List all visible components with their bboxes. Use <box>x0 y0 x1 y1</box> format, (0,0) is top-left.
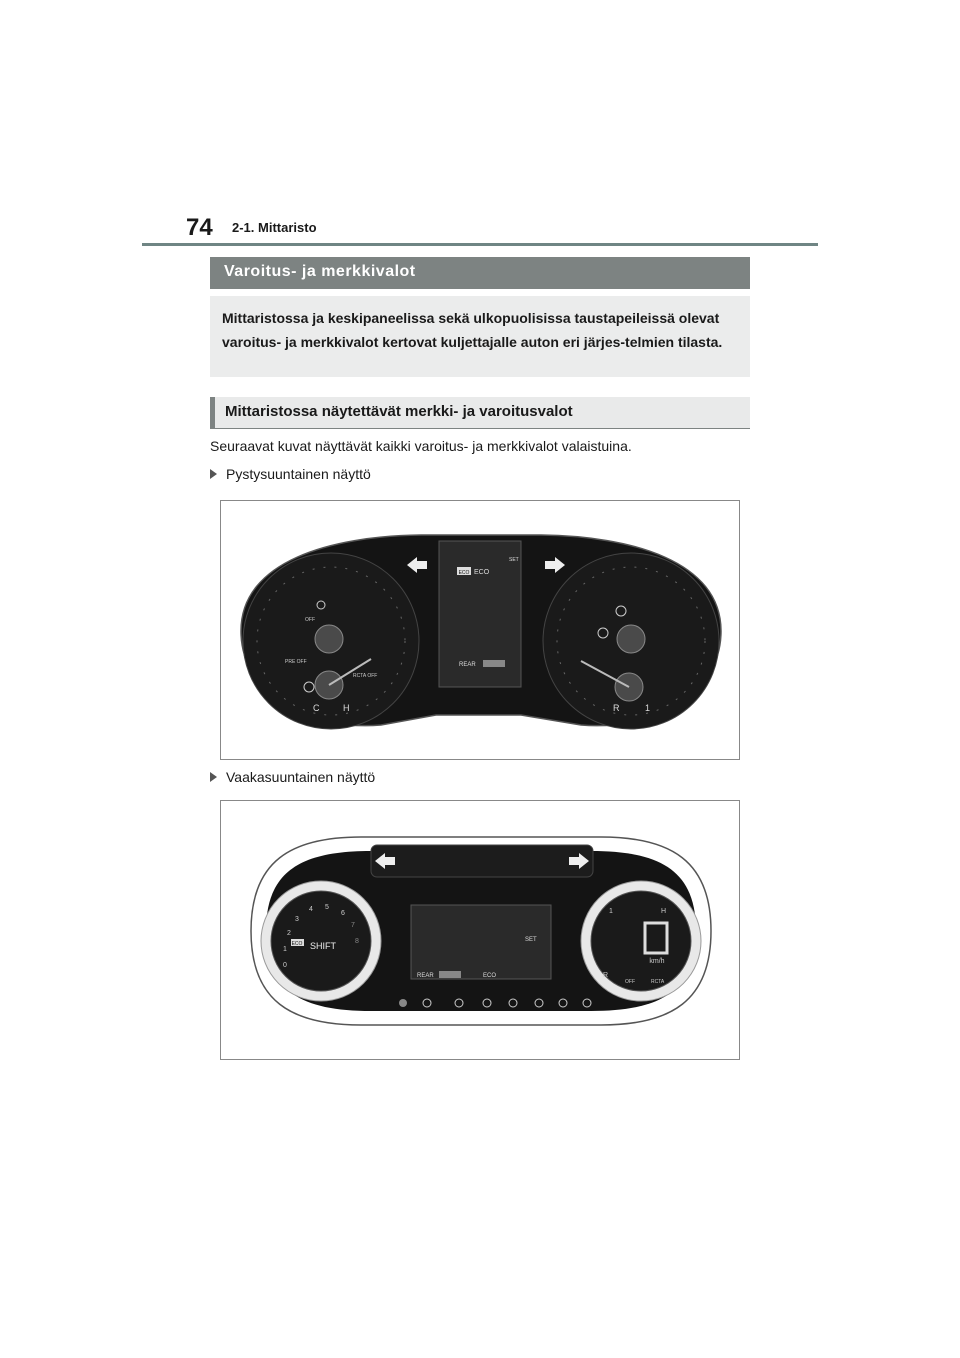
rcta-off-label: RCTA OFF <box>353 673 377 679</box>
tach-2: 2 <box>287 930 291 937</box>
arrow-right-icon <box>569 853 589 869</box>
tach-1: 1 <box>283 946 287 953</box>
tachometer: 0 1 2 3 4 5 6 7 8 SHIFT ECO <box>260 880 382 1002</box>
caption-text: Vaakasuuntainen näyttö <box>226 769 376 785</box>
vertical-cluster-illustration: ECO ECO SET REAR OFF PRE OFF RCTA OFF C … <box>240 534 722 730</box>
figure-vertical-display: ECO ECO SET REAR OFF PRE OFF RCTA OFF C … <box>220 500 740 760</box>
eco-badge-icon <box>291 939 304 946</box>
speedometer: km/h H 1 R OFF RCTA <box>580 880 702 1002</box>
off-label: OFF <box>625 979 635 985</box>
engine-icon <box>316 600 326 610</box>
tach-5: 5 <box>325 904 329 911</box>
tach-4: 4 <box>309 906 313 913</box>
status-light-icon <box>399 999 407 1007</box>
fuel-r-label: R <box>613 703 620 713</box>
shift-label: SHIFT <box>310 941 337 951</box>
brake-icon <box>534 998 544 1008</box>
horizontal-cluster-illustration: 0 1 2 3 4 5 6 7 8 SHIFT ECO km/h H 1 R O… <box>250 836 712 1026</box>
steering-warning-icon <box>482 998 492 1008</box>
eco-badge-icon <box>457 567 471 575</box>
rear-label: REAR <box>459 662 476 668</box>
figure-caption-horizontal: Vaakasuuntainen näyttö <box>210 769 375 785</box>
door-lock-icon <box>508 998 518 1008</box>
bullet-arrow-icon <box>210 469 217 479</box>
body-text: Seuraavat kuvat näyttävät kaikki varoitu… <box>210 438 632 454</box>
figure-caption-vertical: Pystysuuntainen näyttö <box>210 466 371 482</box>
eco-label: ECO <box>474 569 490 576</box>
tach-0: 0 <box>283 962 287 969</box>
rear-seatbelt-icon <box>483 660 505 667</box>
section-title: 2-1. Mittaristo <box>232 220 317 235</box>
left-gauge <box>242 552 420 730</box>
off-label: OFF <box>305 617 315 623</box>
center-screen <box>438 540 522 688</box>
tach-6: 6 <box>341 910 345 917</box>
kmh-label: km/h <box>649 958 664 965</box>
r-label: R <box>603 972 608 979</box>
sub-heading: Mittaristossa näytettävät merkki- ja var… <box>210 397 750 429</box>
center-screen <box>410 904 552 980</box>
engine-icon <box>582 998 592 1008</box>
rcta-label: RCTA <box>651 979 665 985</box>
bullet-arrow-icon <box>210 772 217 782</box>
page-title: Varoitus- ja merkkivalot <box>210 257 750 289</box>
tire-pressure-icon <box>558 998 568 1008</box>
set-label: SET <box>525 937 537 943</box>
tach-3: 3 <box>295 916 299 923</box>
eco-badge-label: ECO <box>292 941 303 947</box>
brake-icon <box>615 605 627 617</box>
rear-label: REAR <box>417 973 434 979</box>
caption-text: Pystysuuntainen näyttö <box>226 466 371 482</box>
arrow-left-icon <box>375 853 395 869</box>
pre-off-label: PRE OFF <box>285 659 307 665</box>
intro-paragraph: Mittaristossa ja keskipaneelissa sekä ul… <box>210 296 750 377</box>
temp-c-label: C <box>313 703 320 713</box>
set-label: SET <box>509 557 519 563</box>
header-divider <box>142 243 818 246</box>
right-gauge <box>542 552 720 730</box>
page-number: 74 <box>186 214 213 241</box>
bottom-indicator-row <box>399 998 592 1008</box>
figure-horizontal-display: 0 1 2 3 4 5 6 7 8 SHIFT ECO km/h H 1 R O… <box>220 800 740 1060</box>
top-indicator-strip <box>370 844 594 878</box>
h-label: H <box>661 908 666 915</box>
tire-pressure-icon <box>597 627 609 639</box>
rear-seatbelt-icon <box>439 971 461 978</box>
eco-badge-label: ECO <box>459 570 470 576</box>
temp-h-label: H <box>343 703 350 713</box>
seatbelt-icon <box>454 998 464 1008</box>
tach-8: 8 <box>355 938 359 945</box>
tach-7: 7 <box>351 922 355 929</box>
one-label: 1 <box>609 908 613 915</box>
arrow-right-icon <box>545 557 565 573</box>
auto-hold-icon <box>303 681 315 693</box>
fuel-1-label: 1 <box>645 703 650 713</box>
arrow-left-icon <box>407 557 427 573</box>
airbag-icon <box>422 998 432 1008</box>
speed-digit <box>643 921 669 955</box>
eco-label: ECO <box>483 973 496 979</box>
